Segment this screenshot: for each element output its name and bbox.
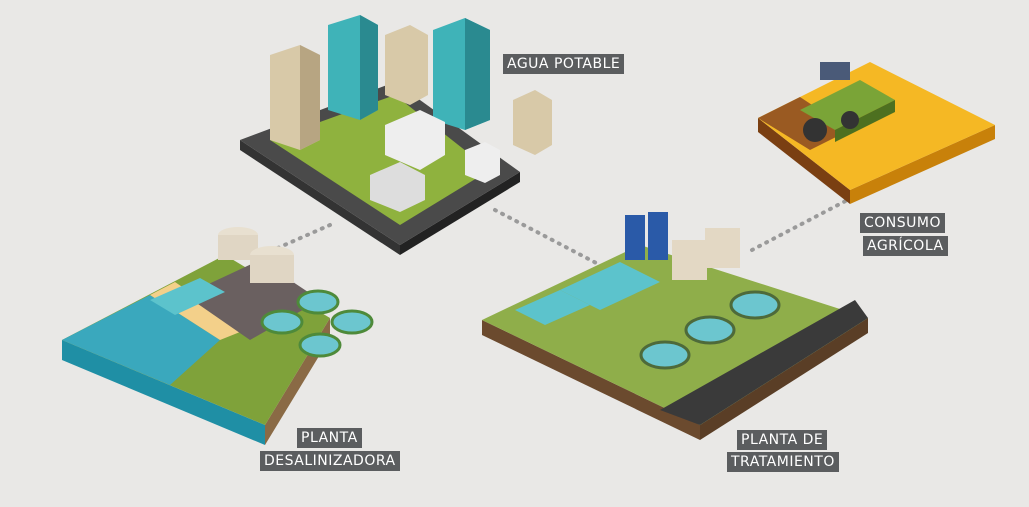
label-consumo-line1: CONSUMO [860,213,945,233]
label-consumo-line2: AGRÍCOLA [863,236,948,256]
label-tratamiento-line2: TRATAMIENTO [727,452,839,472]
label-desal-line2: DESALINIZADORA [260,451,400,471]
buildings [270,15,552,212]
label-desal-line1: PLANTA [297,428,362,448]
connector-treatment-farm [750,193,859,252]
treatment-tile [482,212,868,440]
label-tratamiento-line1: PLANTA DE [737,430,828,450]
farm-tile [758,62,995,204]
desalination-tile [62,227,374,445]
silos [625,212,740,280]
connector-city-treatment [493,208,602,267]
clarifier-tanks [260,289,374,358]
treatment-clarifiers [639,290,781,370]
harvester-icon [800,62,895,142]
city-tile [240,15,552,255]
connector-city-desal [253,223,332,260]
dotted-connectors [253,193,859,267]
label-agua-potable: AGUA POTABLE [503,54,625,74]
